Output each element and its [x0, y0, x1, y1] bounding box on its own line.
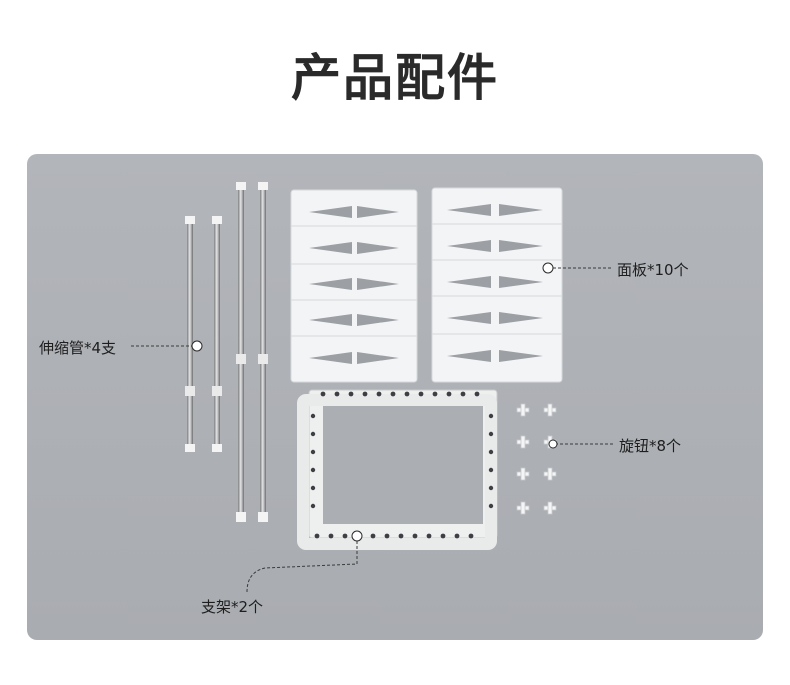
panels-stack-right	[431, 187, 563, 383]
panel-slots-right	[447, 204, 543, 362]
knob-icon	[543, 467, 557, 481]
callout-lines	[131, 267, 615, 593]
page-title: 产品配件	[291, 49, 499, 107]
telescopic-rods	[185, 182, 268, 522]
knobs	[516, 403, 557, 515]
knobs-callout-label: 旋钮*8个	[619, 437, 682, 455]
brackets-callout-label: 支架*2个	[201, 598, 264, 616]
knob-icon	[516, 435, 530, 449]
callout-dots	[191, 262, 558, 542]
bracket-holes	[310, 391, 494, 539]
panel-slots-left	[309, 206, 399, 364]
panels-callout-label: 面板*10个	[617, 261, 689, 279]
knob-icon	[516, 403, 530, 417]
rod	[258, 182, 268, 522]
accessories-illustration	[131, 182, 615, 593]
knob-icon	[543, 501, 557, 515]
panels-stack-left	[290, 189, 418, 383]
knob-icon	[516, 467, 530, 481]
rod	[212, 216, 222, 452]
rod	[185, 216, 195, 452]
brackets	[297, 389, 498, 550]
product-photo: 伸缩管*4支 面板*10个 旋钮*8个 支架*2个	[27, 154, 763, 640]
knob-icon	[543, 403, 557, 417]
rod	[236, 182, 246, 522]
rods-callout-label: 伸缩管*4支	[39, 339, 117, 357]
knob-icon	[516, 501, 530, 515]
